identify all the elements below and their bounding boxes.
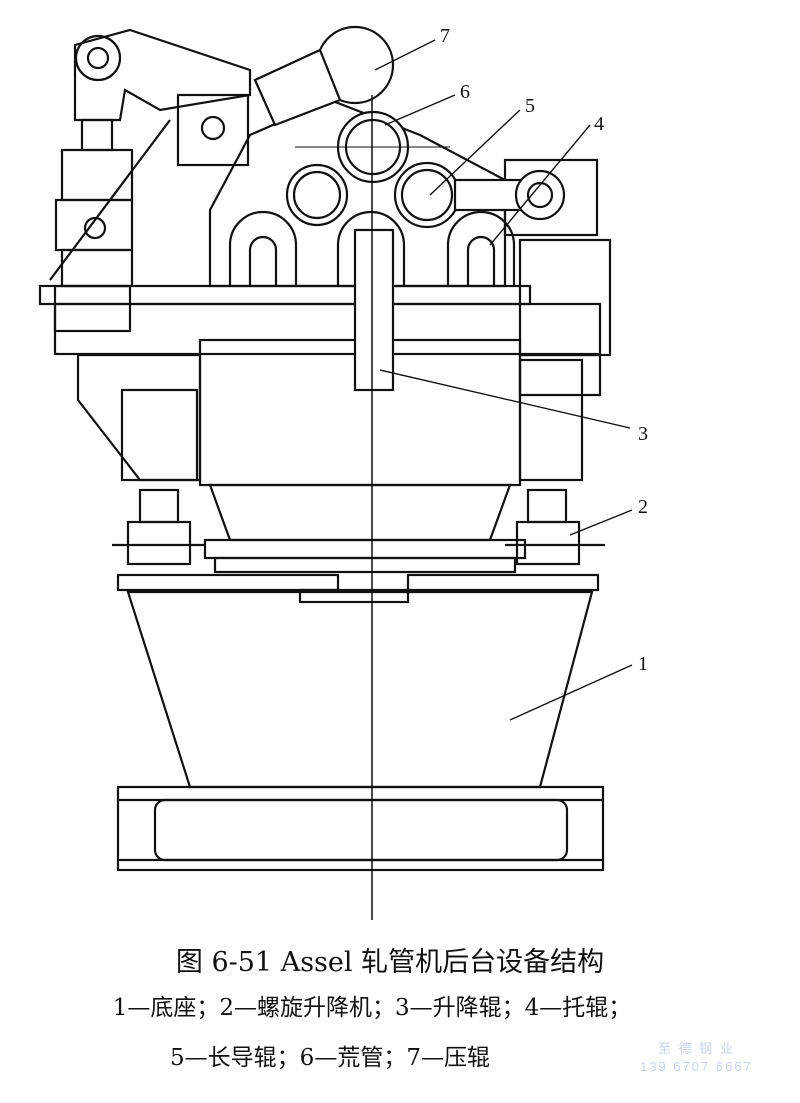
assel-mill-diagram: 7 6 5 4 3 2 1 — [38, 25, 648, 920]
callout-3: 3 — [638, 423, 648, 445]
watermark: 至 德 钢 业 139 6707 6667 — [640, 1040, 753, 1076]
base-cone — [126, 590, 594, 789]
legend-line-1: 1—底座；2—螺旋升降机；3—升降辊；4—托辊； — [112, 995, 632, 1021]
callout-4: 4 — [594, 113, 604, 135]
callout-7: 7 — [440, 25, 450, 47]
legend-line-2: 5—长导辊；6—荒管；7—压辊 — [170, 1045, 490, 1071]
callout-6: 6 — [460, 81, 470, 103]
hydraulic-cylinder — [49, 28, 252, 333]
lift-roller — [353, 228, 395, 392]
callout-2: 2 — [638, 496, 648, 518]
figure-title: 图 6-51 Assel 轧管机后台设备结构 — [175, 947, 605, 978]
leader-lines — [374, 39, 633, 721]
screw-jacks — [112, 488, 605, 566]
middle-body — [76, 338, 602, 542]
callout-5: 5 — [525, 95, 535, 117]
callout-1: 1 — [638, 653, 648, 675]
base-frame — [116, 785, 605, 872]
rollers — [253, 25, 566, 229]
watermark-name: 至 德 钢 业 — [657, 1041, 735, 1056]
watermark-phone: 139 6707 6667 — [640, 1059, 753, 1074]
callouts: 7 6 5 4 3 2 1 — [440, 25, 648, 675]
flange-plates — [116, 538, 600, 604]
